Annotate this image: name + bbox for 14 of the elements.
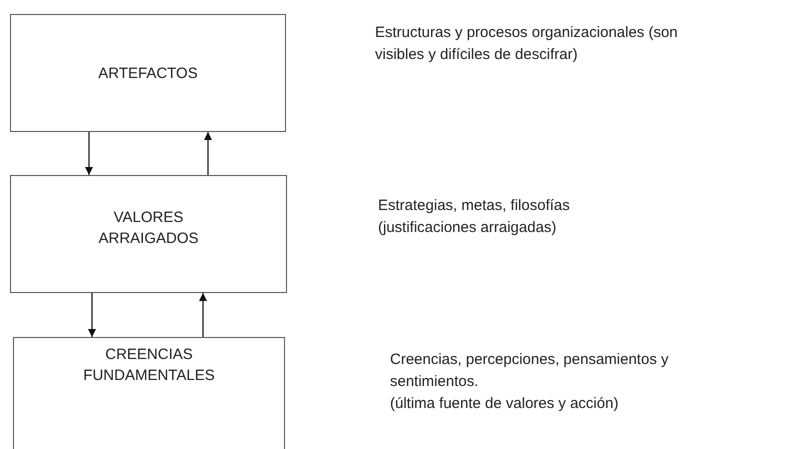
layer-description: Estrategias, metas, filosofías (justificaciones arraigadas) [378, 196, 571, 238]
layer-title: CREENCIAS FUNDAMENTALES [82, 345, 216, 386]
layer-description: (última fuente de valores y acción) [390, 394, 620, 414]
layer-box [10, 14, 286, 132]
arrow [88, 293, 96, 337]
arrow [199, 293, 207, 337]
layer-title: ARTEFACTOS [97, 64, 199, 84]
layer-box [10, 175, 287, 293]
layer-box [13, 337, 285, 449]
arrow [204, 132, 212, 175]
arrow [85, 132, 93, 175]
layer-description: Creencias, percepciones, pensamientos y sentimientos. [390, 350, 670, 392]
layer-description: Estructuras y procesos organizacionales (son visibles y difíciles de descifrar) [375, 23, 679, 65]
layer-title: VALORES ARRAIGADOS [97, 208, 200, 249]
